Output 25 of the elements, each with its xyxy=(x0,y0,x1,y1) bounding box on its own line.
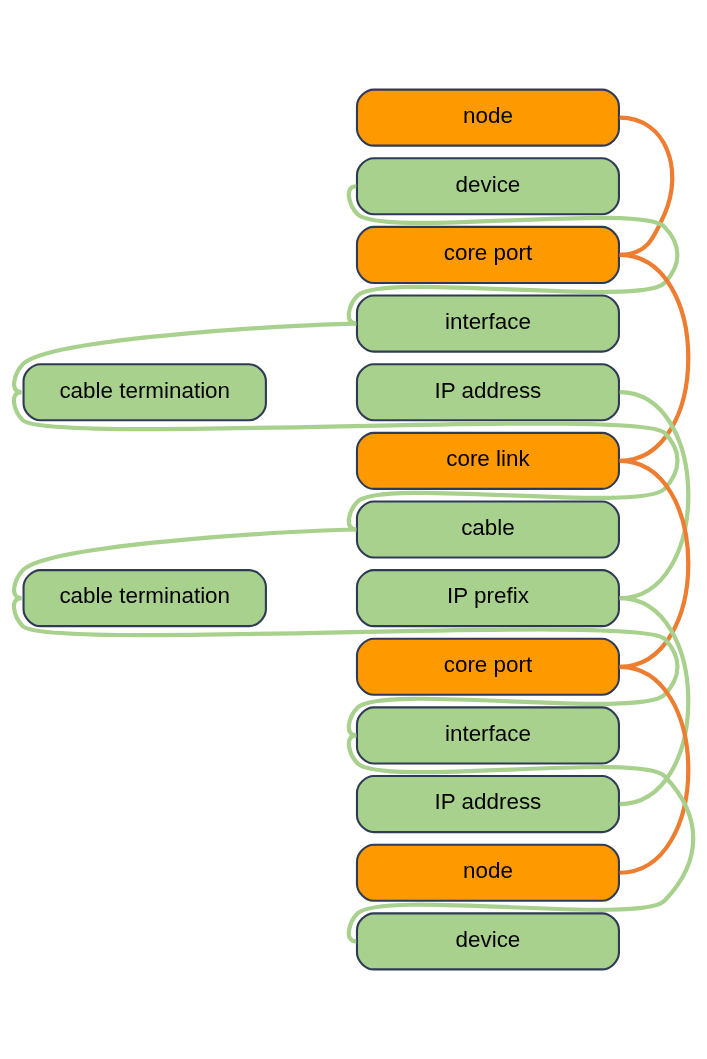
node-box: core port xyxy=(355,637,620,696)
connector xyxy=(619,390,691,601)
connector xyxy=(619,252,691,463)
node-box: cable xyxy=(355,500,620,559)
node-box: core link xyxy=(355,431,620,490)
node-box: node xyxy=(355,843,620,902)
connector xyxy=(12,527,357,601)
node-box: node xyxy=(355,88,620,147)
connector xyxy=(619,664,691,875)
connector xyxy=(12,321,357,395)
node-box: device xyxy=(355,157,620,216)
node-box: IP address xyxy=(355,363,620,422)
node-box: core port xyxy=(355,225,620,284)
node-box: interface xyxy=(355,294,620,353)
node-box: cable termination xyxy=(22,363,267,422)
connector xyxy=(12,596,680,737)
connector xyxy=(619,115,675,257)
connector xyxy=(619,596,691,807)
node-box: IP prefix xyxy=(355,569,620,628)
connector xyxy=(619,458,691,669)
node-box: interface xyxy=(355,706,620,765)
node-box: IP address xyxy=(355,775,620,834)
connector xyxy=(347,733,696,944)
node-box: cable termination xyxy=(22,569,267,628)
node-box: device xyxy=(355,912,620,971)
